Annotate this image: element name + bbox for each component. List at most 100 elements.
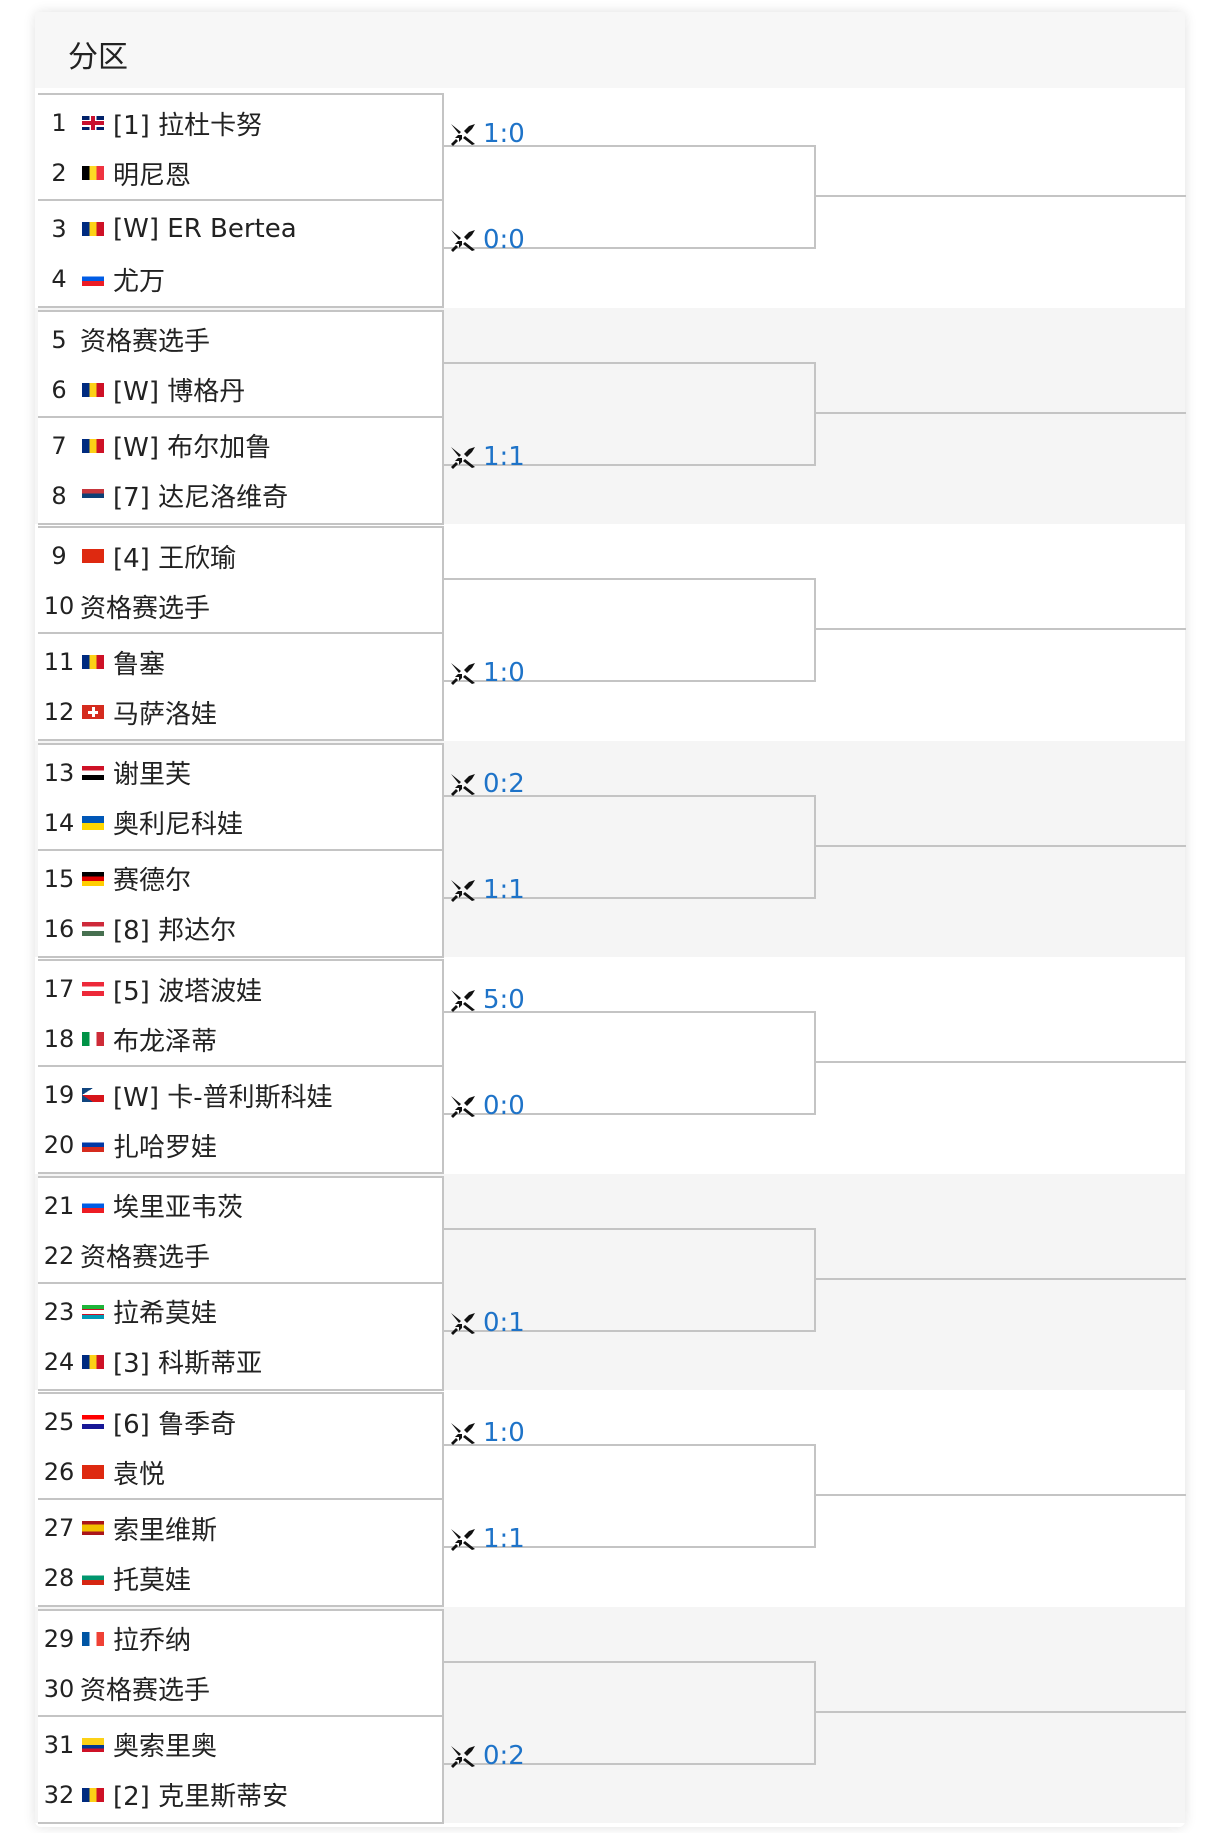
seed-number: 14 (43, 808, 75, 837)
match-box[interactable] (38, 1281, 444, 1391)
player-name: 奥索里奥 (113, 1732, 218, 1762)
match-box[interactable] (38, 415, 444, 525)
seed-number: 27 (43, 1514, 75, 1542)
match-score-link[interactable]: 1:0 (449, 1416, 525, 1450)
match-score-link[interactable]: 5:0 (449, 983, 525, 1017)
player-name: 马萨洛娃 (113, 699, 218, 730)
seed-number: 30 (43, 1674, 75, 1703)
match-score-link[interactable]: 0:0 (449, 223, 525, 257)
flag-it-icon (82, 1032, 104, 1046)
player-row[interactable]: 25[6] 鲁季奇 (40, 1397, 440, 1447)
player-row[interactable]: 14 奥利尼科娃 (40, 798, 440, 848)
player-row[interactable]: 16[8] 邦达尔 (40, 904, 440, 954)
flag-at-icon (82, 982, 104, 996)
player-name: 奥利尼科娃 (113, 810, 244, 840)
round3-connector (814, 195, 1186, 197)
seed-number: 24 (43, 1347, 75, 1376)
match-score-link[interactable]: 0:2 (449, 767, 525, 801)
match-score-link[interactable]: 1:0 (449, 656, 525, 690)
seed-number: 21 (43, 1191, 75, 1220)
match-box[interactable] (38, 199, 444, 308)
swords-icon (451, 1096, 475, 1118)
player-row[interactable]: 3 [W] ER Bertea (40, 204, 440, 254)
score-value[interactable]: 0:2 (483, 768, 525, 799)
player-name: [W] 博格丹 (113, 377, 246, 407)
score-value[interactable]: 1:0 (483, 658, 525, 688)
match-box[interactable] (38, 632, 444, 741)
score-value[interactable]: 0:0 (483, 225, 525, 255)
match-box[interactable] (38, 1392, 444, 1501)
player-row[interactable]: 1[1] 拉杜卡努 (40, 98, 440, 148)
flag-co-icon (82, 1737, 104, 1752)
player-row[interactable]: 8[7] 达尼洛维奇 (40, 471, 440, 521)
score-value[interactable]: 0:1 (483, 1307, 525, 1338)
player-name: 拉乔纳 (113, 1626, 192, 1656)
score-value[interactable]: 1:1 (483, 874, 525, 905)
score-value[interactable]: 1:1 (483, 1524, 525, 1554)
player-name: [8] 邦达尔 (113, 916, 237, 946)
match-box[interactable] (38, 959, 444, 1068)
score-value[interactable]: 0:0 (483, 1091, 525, 1121)
player-name: 袁悦 (113, 1459, 166, 1490)
match-score-link[interactable]: 0:1 (449, 1306, 525, 1340)
match-box[interactable] (38, 309, 444, 419)
seed-number: 3 (51, 215, 67, 243)
player-name: [5] 波塔波娃 (113, 976, 263, 1007)
round3-connector (814, 1277, 1186, 1280)
match-score-link[interactable]: 1:1 (449, 873, 525, 907)
score-value[interactable]: 1:0 (483, 1418, 525, 1448)
match-score-link[interactable]: 0:0 (449, 1089, 525, 1123)
player-name: [7] 达尼洛维奇 (113, 483, 289, 513)
player-row[interactable]: 19[W] 卡-普利斯科娃 (40, 1070, 440, 1120)
player-row[interactable]: 6[W] 博格丹 (40, 365, 440, 415)
match-score-link[interactable]: 0:2 (449, 1739, 525, 1773)
match-box[interactable] (38, 93, 444, 202)
player-name: [6] 鲁季奇 (113, 1409, 237, 1440)
flag-be-icon (82, 166, 104, 180)
score-value[interactable]: 1:0 (483, 119, 525, 149)
score-value[interactable]: 5:0 (483, 985, 525, 1015)
swords-icon (451, 990, 475, 1012)
round2-connector (442, 1011, 816, 1115)
player-row[interactable]: 32[2] 克里斯蒂安 (40, 1770, 440, 1820)
player-row[interactable]: 17[5] 波塔波娃 (40, 964, 440, 1014)
match-box[interactable] (38, 1065, 444, 1174)
score-value[interactable]: 0:2 (483, 1740, 525, 1771)
score-value[interactable]: 1:1 (483, 441, 525, 472)
seed-number: 18 (43, 1025, 75, 1053)
match-box[interactable] (38, 1498, 444, 1607)
match-box[interactable] (38, 848, 444, 958)
match-score-link[interactable]: 1:1 (449, 440, 525, 474)
match-box[interactable] (38, 1714, 444, 1824)
match-box[interactable] (38, 1608, 444, 1718)
player-row[interactable]: 9[4] 王欣瑜 (40, 531, 440, 581)
match-score-link[interactable]: 1:1 (449, 1522, 525, 1556)
player-name: [W] ER Bertea (113, 214, 297, 244)
seed-number: 10 (43, 592, 75, 620)
match-score-link[interactable]: 1:0 (449, 117, 525, 151)
player-row[interactable]: 24[3] 科斯蒂亚 (40, 1337, 440, 1387)
round2-connector (442, 1444, 816, 1548)
player-row[interactable]: 7[W] 布尔加鲁 (40, 421, 440, 471)
flag-hu-icon (82, 921, 104, 936)
player-name: 赛德尔 (113, 866, 192, 896)
